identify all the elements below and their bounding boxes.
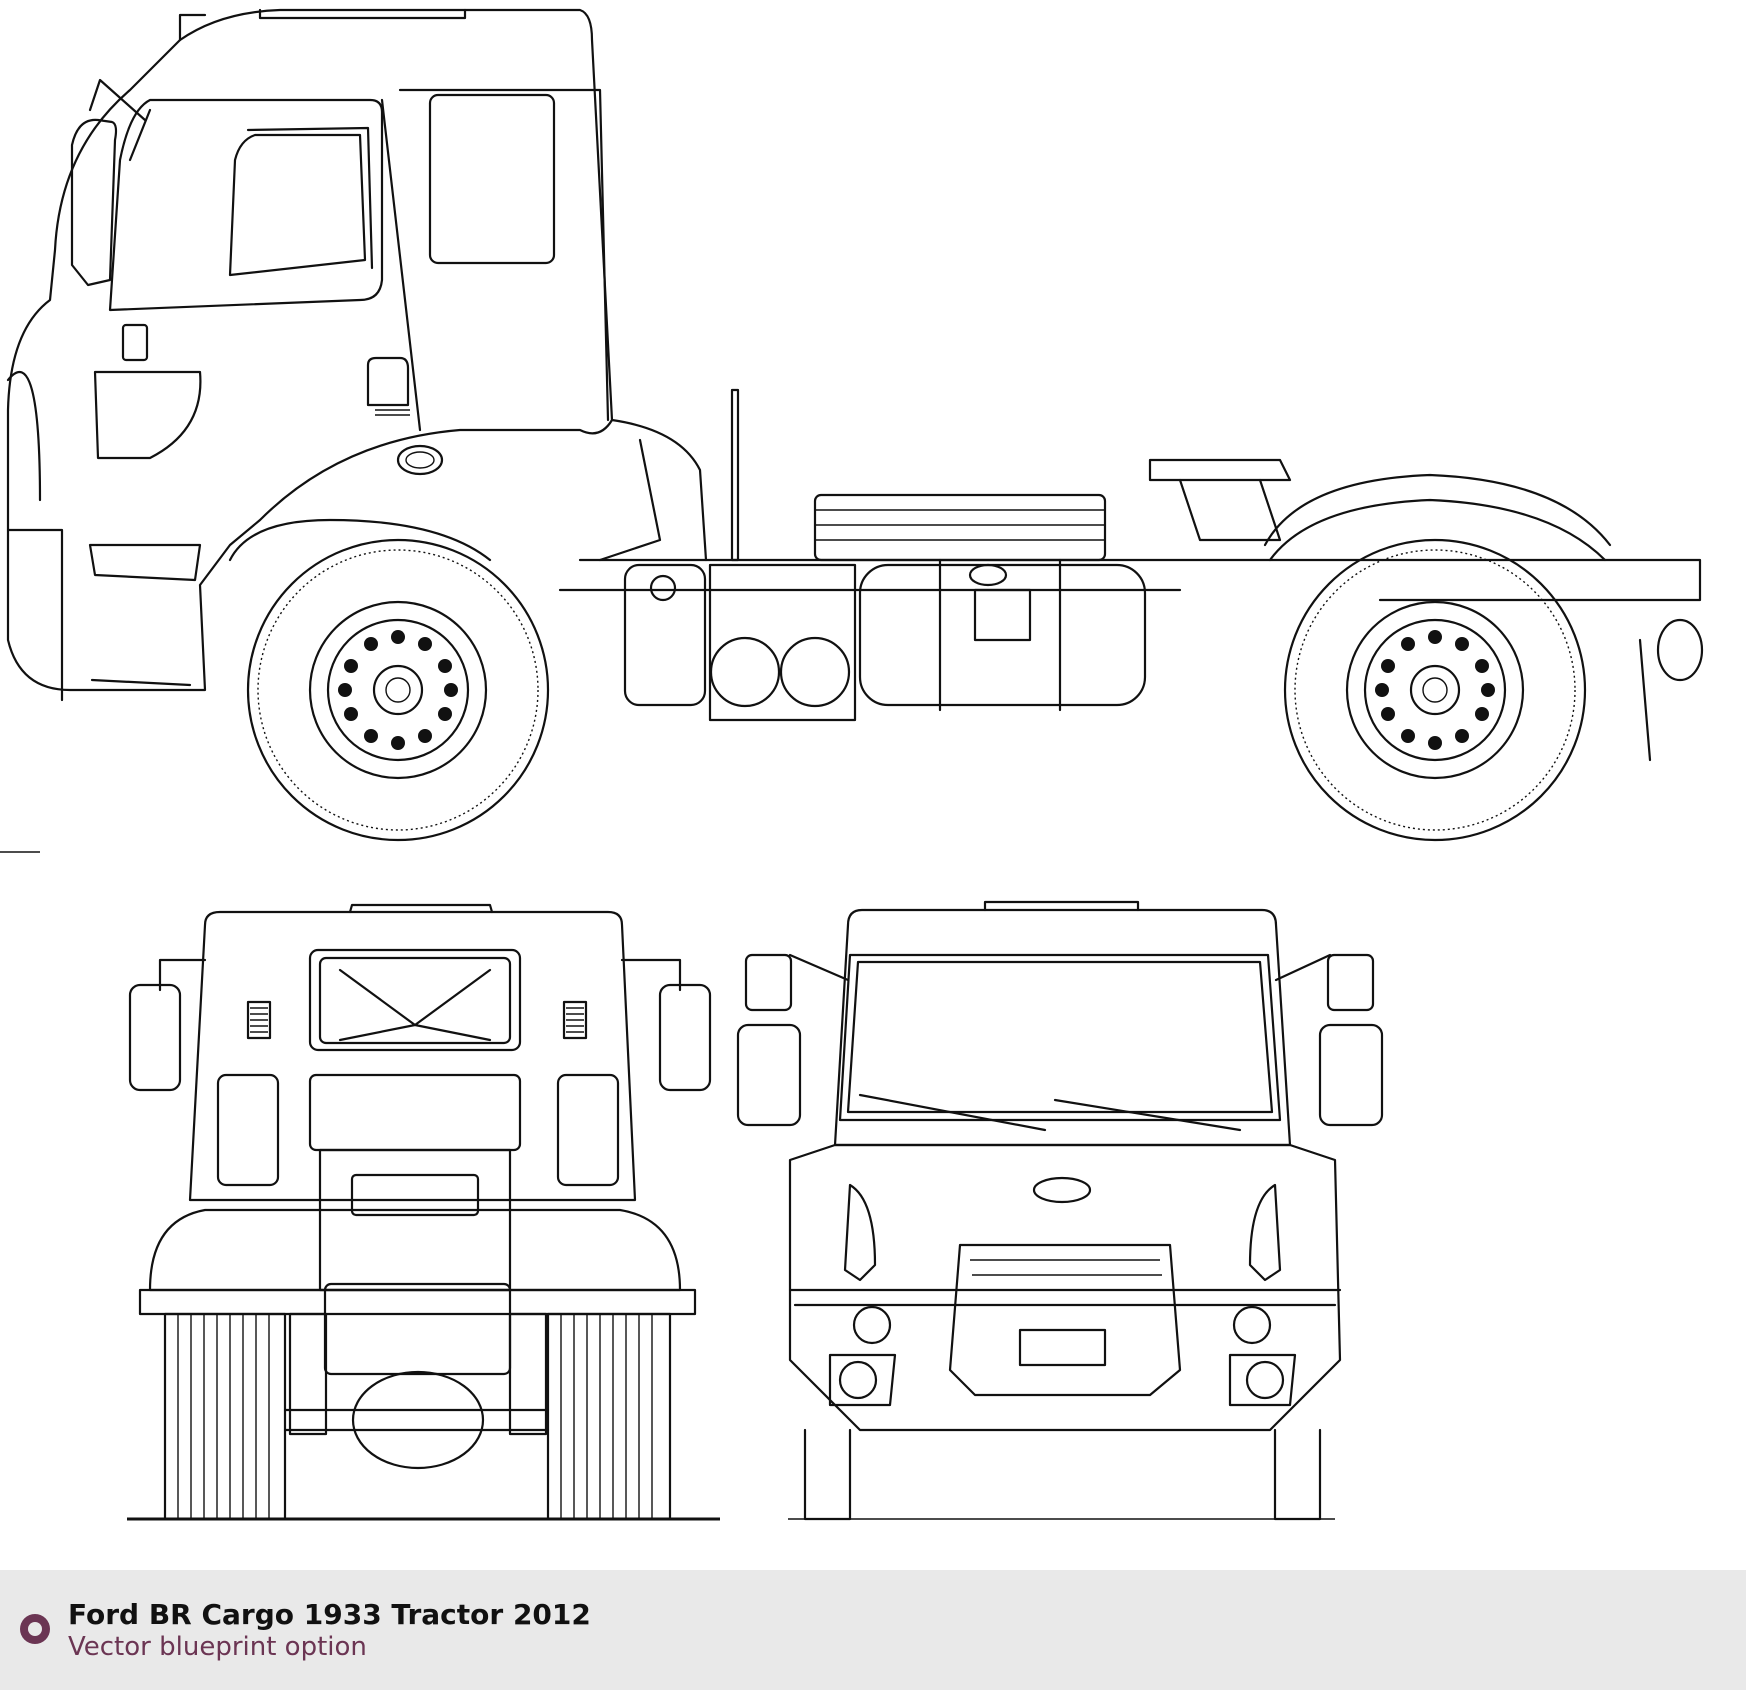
caption-title: Ford BR Cargo 1933 Tractor 2012 (68, 1598, 591, 1631)
caption-bar: Ford BR Cargo 1933 Tractor 2012 Vector b… (0, 1570, 1746, 1690)
rear-view (127, 903, 720, 1521)
rear-wheel (1283, 538, 1587, 842)
front-wheel (246, 538, 550, 842)
side-view (0, 8, 1704, 853)
circle-bullet-icon (20, 1614, 50, 1644)
rear-tyres (163, 1312, 672, 1521)
blueprint-drawing (0, 8, 1704, 1521)
caption-subtitle: Vector blueprint option (68, 1632, 367, 1662)
front-view (736, 900, 1384, 1521)
